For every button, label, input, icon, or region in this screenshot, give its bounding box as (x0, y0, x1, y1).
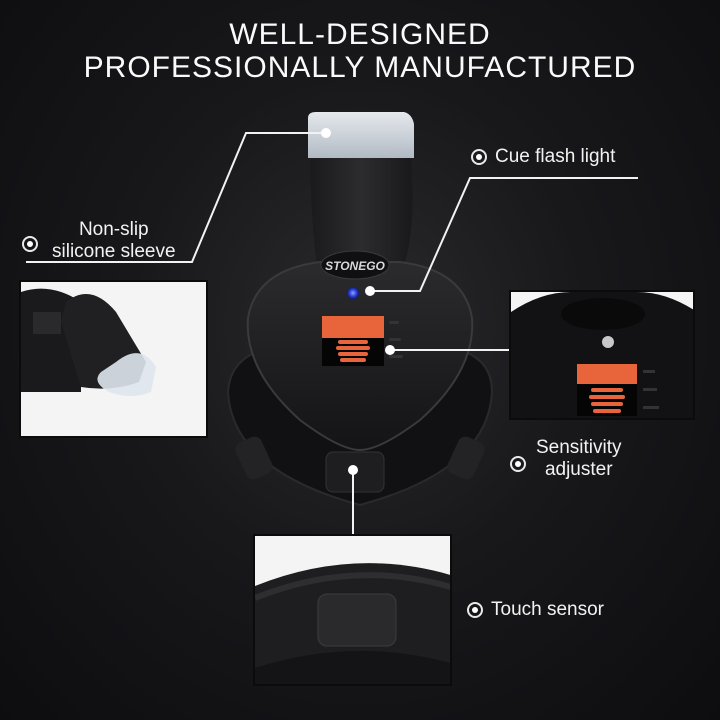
radio-bullet-icon (510, 456, 526, 472)
inset-sensor-closeup (253, 534, 452, 686)
callout-cue-flash-light: Cue flash light (471, 146, 615, 168)
callout-sensitivity-adjuster: Sensitivity adjuster (510, 437, 622, 481)
radio-bullet-icon (22, 236, 38, 252)
headline-line-1: WELL-DESIGNED (229, 18, 491, 51)
callout-label-line-1: Sensitivity (536, 437, 622, 458)
inset-sleeve-closeup (19, 280, 208, 438)
brand-logo: STONEGO (325, 259, 385, 273)
radio-bullet-icon (471, 149, 487, 165)
callout-label-line-2: adjuster (544, 459, 613, 480)
callout-label-line-2: silicone sleeve (52, 241, 176, 262)
inset-adjuster-closeup (509, 290, 695, 420)
headline-line-2: PROFESSIONALLY MANUFACTURED (83, 51, 637, 84)
callout-label: Cue flash light (495, 146, 616, 167)
callout-label-line-1: Non-slip (78, 219, 149, 240)
callout-label: Touch sensor (491, 599, 605, 620)
radio-bullet-icon (467, 602, 483, 618)
callout-silicone-sleeve: Non-slip silicone sleeve (22, 219, 176, 263)
headline: WELL-DESIGNED PROFESSIONALLY MANUFACTURE… (0, 18, 720, 84)
callout-touch-sensor: Touch sensor (467, 599, 604, 621)
